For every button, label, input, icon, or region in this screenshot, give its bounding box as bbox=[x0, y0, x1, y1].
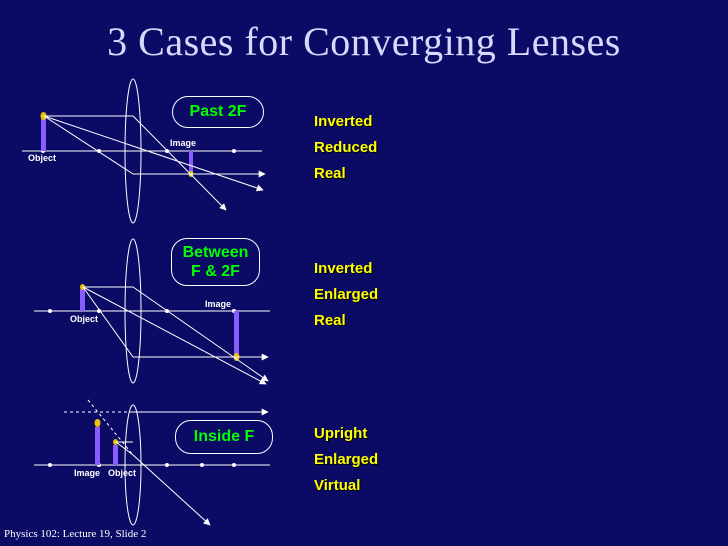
case-3-properties: Upright Enlarged Virtual bbox=[314, 421, 378, 499]
property-item: Reduced bbox=[314, 139, 378, 156]
case-2-properties: Inverted Enlarged Real bbox=[314, 256, 378, 334]
image-arrow bbox=[189, 151, 193, 172]
case-1-properties: Inverted Reduced Real bbox=[314, 109, 377, 187]
focal-point bbox=[232, 149, 236, 153]
property-item: Enlarged bbox=[314, 451, 379, 468]
case-1-object-label: Object bbox=[28, 153, 57, 163]
slide-title: 3 Cases for Converging Lenses bbox=[107, 19, 621, 64]
ray bbox=[132, 286, 269, 382]
converging-lens bbox=[124, 404, 142, 526]
object-arrow bbox=[113, 445, 118, 465]
ray bbox=[43, 115, 134, 175]
slide-footer: Physics 102: Lecture 19, Slide 2 bbox=[4, 528, 147, 540]
property-item: Inverted bbox=[314, 260, 373, 277]
property-item: Real bbox=[314, 312, 346, 329]
image-arrow bbox=[234, 311, 239, 355]
property-item: Upright bbox=[314, 425, 368, 442]
focal-point bbox=[48, 309, 52, 313]
property-item: Real bbox=[314, 165, 346, 182]
image-arrow bbox=[95, 427, 100, 465]
case-3-diagram bbox=[34, 399, 270, 526]
case-1-label: Past 2F bbox=[172, 96, 264, 128]
case-2-label-line1: Between bbox=[182, 244, 249, 261]
case-2-object-label: Object bbox=[70, 314, 99, 324]
ray bbox=[132, 115, 227, 211]
case-3-image-label: Image bbox=[74, 468, 101, 478]
property-item: Enlarged bbox=[314, 286, 379, 303]
focal-point bbox=[48, 463, 52, 467]
case-1-label-text: Past 2F bbox=[189, 103, 247, 120]
image-tip bbox=[94, 419, 101, 427]
ray bbox=[82, 286, 267, 385]
case-3-object-label: Object bbox=[108, 468, 137, 478]
object-tip bbox=[113, 439, 118, 445]
case-2-diagram bbox=[34, 238, 270, 385]
object-arrow bbox=[41, 118, 46, 151]
case-3-label-text: Inside F bbox=[193, 428, 255, 445]
case-2-image-label: Image bbox=[205, 299, 232, 309]
converging-lens bbox=[124, 78, 142, 224]
ray bbox=[82, 286, 134, 358]
case-1-image-label: Image bbox=[170, 138, 197, 148]
case-2-label-line2: F & 2F bbox=[191, 263, 240, 280]
case-1-diagram bbox=[22, 78, 266, 224]
focal-point bbox=[200, 463, 204, 467]
case-3-label: Inside F bbox=[175, 420, 273, 454]
object-arrow bbox=[80, 289, 85, 311]
ray bbox=[132, 454, 211, 526]
property-item: Virtual bbox=[314, 477, 361, 494]
ray bbox=[43, 115, 264, 192]
object-tip bbox=[40, 112, 47, 120]
property-item: Inverted bbox=[314, 113, 373, 130]
case-2-label: Between F & 2F bbox=[171, 238, 260, 286]
focal-point bbox=[165, 463, 169, 467]
focal-point bbox=[232, 463, 236, 467]
converging-lens bbox=[124, 238, 142, 384]
ray bbox=[115, 441, 134, 456]
